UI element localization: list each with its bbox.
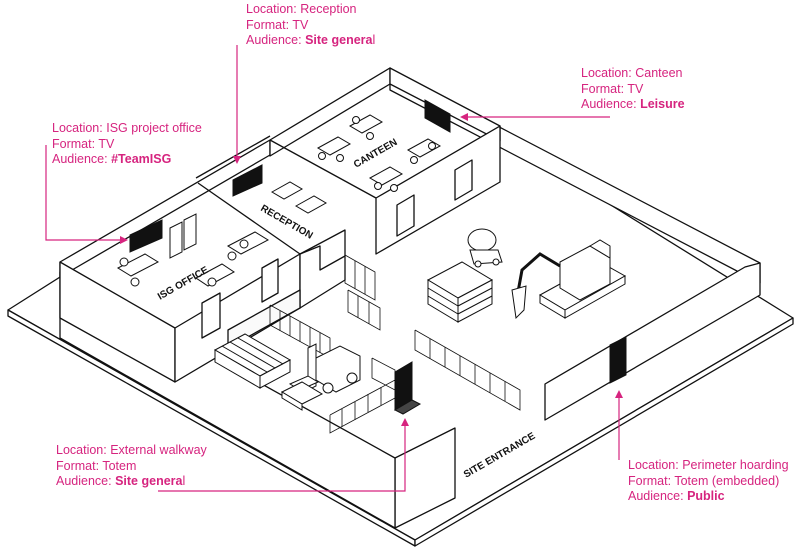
filing-cabinet-icon	[169, 221, 183, 259]
callout-hoarding: Location: Perimeter hoarding Format: Tot…	[628, 458, 789, 503]
brick-stack-icon	[426, 261, 494, 323]
tv-screen-icon	[232, 164, 263, 197]
desk-icon	[195, 263, 235, 287]
totem-icon	[609, 336, 627, 384]
chair-icon	[227, 251, 237, 261]
table-icon	[348, 114, 384, 134]
sofa-icon	[294, 195, 328, 214]
excavator-icon	[511, 239, 627, 320]
fence-icon	[414, 329, 521, 411]
callout-reception: Location: Reception Format: TV Audience:…	[246, 2, 376, 47]
callout-isg-office: Location: ISG project office Format: TV …	[52, 121, 202, 166]
chair-icon	[336, 154, 344, 162]
cement-mixer-icon	[467, 228, 503, 268]
callout-audience: Leisure	[640, 97, 685, 111]
callout-format: TV	[98, 136, 115, 151]
buildings	[59, 67, 501, 383]
chair-icon	[207, 277, 217, 287]
chair-icon	[410, 156, 418, 164]
office-furniture	[116, 114, 442, 287]
chair-icon	[119, 257, 129, 267]
callout-location: Perimeter hoarding	[682, 458, 789, 472]
sofa-icon	[270, 181, 304, 200]
desk-icon	[116, 253, 160, 277]
callout-location: Canteen	[635, 66, 683, 80]
forklift-icon	[288, 343, 361, 394]
chair-icon	[366, 132, 374, 140]
callout-location: Reception	[300, 2, 357, 16]
fence-icon	[347, 289, 381, 331]
callout-location: ISG project office	[106, 121, 202, 135]
tv-screen-icon	[129, 219, 163, 253]
chair-icon	[318, 152, 326, 160]
callout-location: External walkway	[110, 443, 207, 457]
tv-screen-icon	[424, 99, 451, 133]
callout-leaders	[45, 45, 623, 492]
callout-format: TV	[627, 81, 644, 96]
fence-icon	[344, 254, 376, 301]
callout-walkway: Location: External walkway Format: Totem…	[56, 443, 207, 488]
fence-icon	[329, 379, 396, 434]
callout-audience: Public	[687, 489, 725, 503]
screens	[129, 99, 627, 415]
fence-icon	[371, 357, 396, 391]
callout-format: Totem	[102, 458, 137, 473]
fences	[269, 254, 521, 434]
chair-icon	[130, 277, 140, 287]
callout-format: Totem (embedded)	[674, 473, 780, 488]
callout-audience: #TeamISG	[111, 152, 172, 166]
chair-icon	[374, 182, 382, 190]
chair-icon	[390, 184, 398, 192]
callout-audience: Site genera	[115, 474, 183, 488]
filing-cabinet-icon	[183, 213, 197, 251]
table-icon	[316, 136, 352, 156]
callout-audience: Site genera	[305, 33, 373, 47]
chair-icon	[352, 116, 360, 124]
pipe-stack-icon	[213, 333, 292, 389]
chair-icon	[428, 142, 436, 150]
pallet-stack	[280, 381, 324, 411]
site-plant	[213, 228, 627, 411]
callout-format: TV	[292, 17, 309, 32]
chair-icon	[239, 239, 249, 249]
callout-canteen: Location: Canteen Format: TV Audience: L…	[581, 66, 685, 111]
